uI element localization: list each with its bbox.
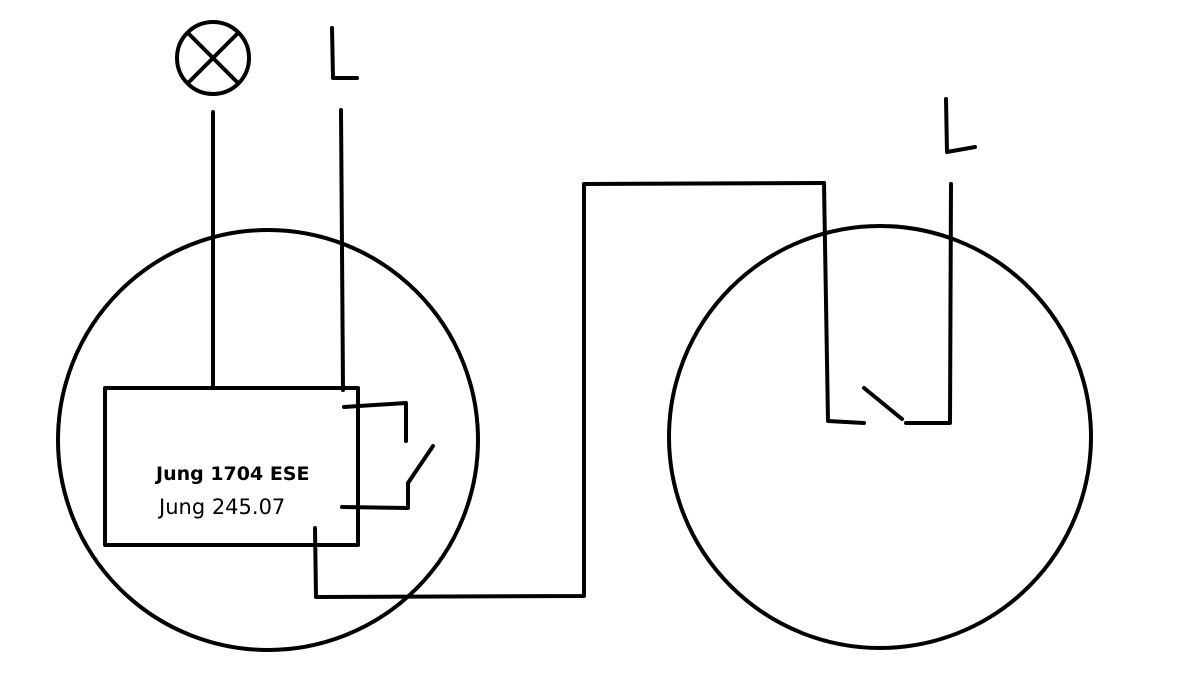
right-junction-box	[667, 224, 1093, 650]
dimmer-device	[103, 386, 360, 547]
phase-wire-right	[904, 182, 953, 425]
device-model-primary: Jung 1704 ESE	[154, 463, 309, 485]
remote-switch-input	[822, 181, 866, 425]
device-model-secondary: Jung 245.07	[157, 495, 285, 519]
svg-text:L: L	[332, 79, 333, 81]
remote-switch-lever	[862, 386, 904, 421]
traveler-wire	[313, 181, 826, 599]
phase-label-right: L	[944, 97, 977, 154]
local-switch	[340, 401, 435, 510]
left-junction-box	[56, 228, 480, 652]
lamp-icon	[175, 20, 251, 96]
phase-label-left: L	[330, 26, 359, 81]
phase-wire-left	[339, 108, 345, 392]
